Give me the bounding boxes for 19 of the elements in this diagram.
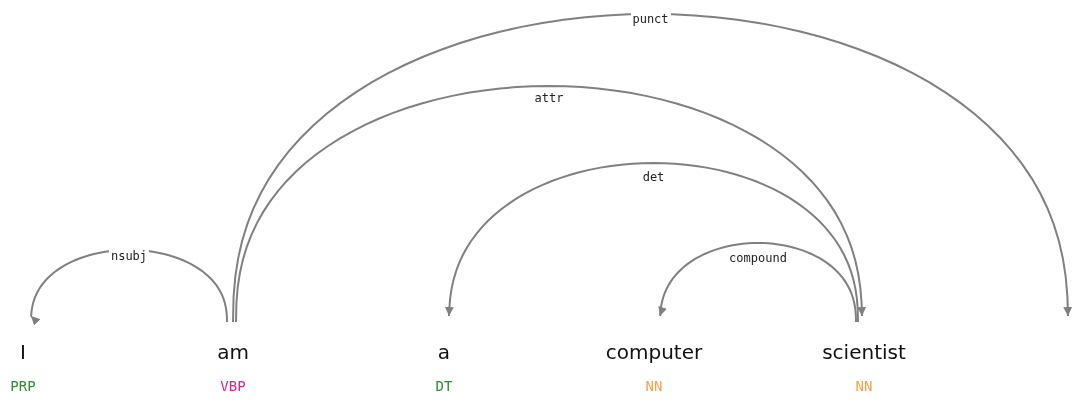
- pos-tag: VBP: [220, 378, 246, 394]
- pos-tag: NN: [645, 378, 663, 394]
- arc-arrow: [232, 13, 1073, 323]
- pos-tag: DT: [435, 378, 453, 394]
- pos-tag: NN: [855, 378, 873, 394]
- token-word: am: [217, 340, 249, 364]
- edge-label: punct: [630, 12, 671, 26]
- edge-label: attr: [532, 91, 566, 105]
- token-word: computer: [605, 340, 703, 364]
- token-word: scientist: [822, 340, 906, 364]
- token-word: I: [20, 340, 26, 364]
- edge-label: nsubj: [108, 249, 150, 263]
- arc-arrow: [235, 85, 867, 323]
- edge-label: det: [640, 170, 667, 184]
- arc-arrow: [444, 162, 859, 323]
- pos-tag: PRP: [10, 378, 36, 394]
- token-word: a: [437, 340, 451, 364]
- edge-label: compound: [727, 251, 789, 265]
- arc-arrow: [658, 242, 857, 323]
